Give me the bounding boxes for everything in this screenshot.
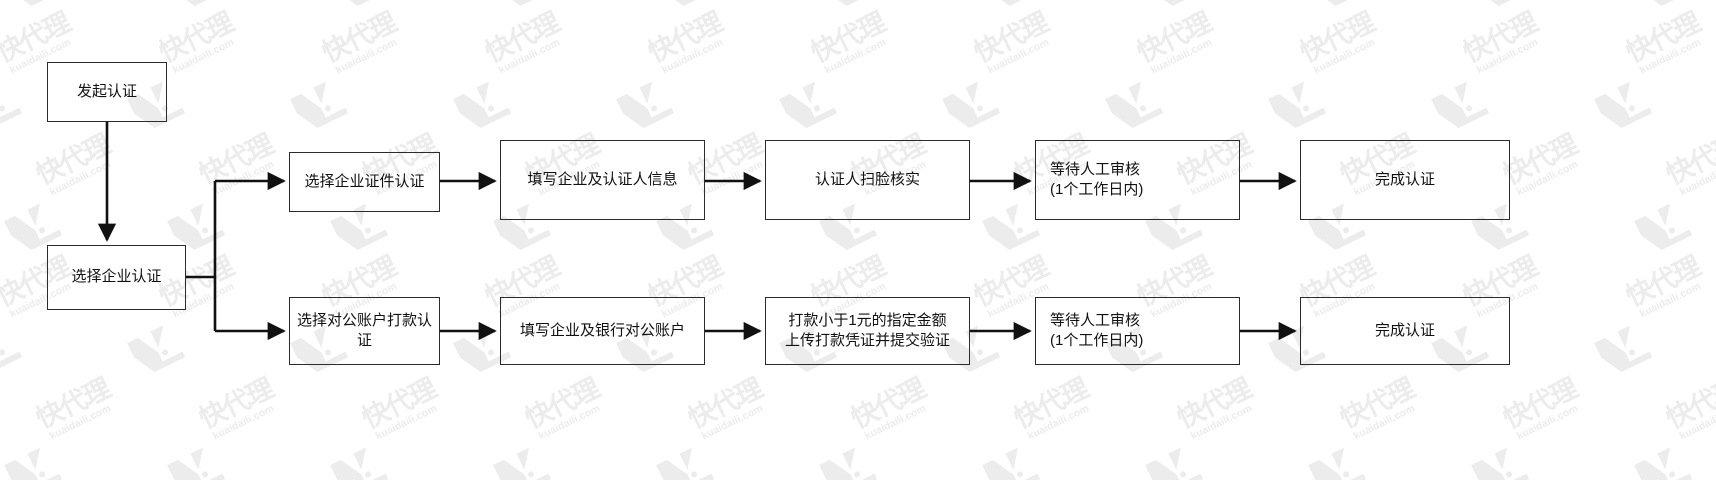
node-top-4-label: 等待人工审核 (1个工作日内) xyxy=(1050,160,1144,198)
node-bottom-3-label: 打款小于1元的指定金额 上传打款凭证并提交验证 xyxy=(784,311,950,349)
node-bottom-manual-review[interactable]: 等待人工审核 (1个工作日内) xyxy=(1035,297,1240,365)
node-top-manual-review[interactable]: 等待人工审核 (1个工作日内) xyxy=(1035,140,1240,220)
node-bottom-4-label: 等待人工审核 (1个工作日内) xyxy=(1050,311,1144,349)
node-top-fill-enterprise-info[interactable]: 填写企业及认证人信息 xyxy=(500,140,705,220)
node-top-3-label: 认证人扫脸核实 xyxy=(814,170,920,188)
node-top-face-scan[interactable]: 认证人扫脸核实 xyxy=(765,140,970,220)
node-top-5-label: 完成认证 xyxy=(1374,170,1435,188)
node-top-2-label: 填写企业及认证人信息 xyxy=(527,170,678,188)
node-bottom-select-bank-transfer-auth[interactable]: 选择对公账户打款认证 xyxy=(289,297,440,365)
node-bottom-2-label: 填写企业及银行对公账户 xyxy=(519,321,685,339)
node-start[interactable]: 发起认证 xyxy=(47,62,167,122)
node-choose-enterprise-label: 选择企业认证 xyxy=(71,268,162,286)
node-bottom-1-label: 选择对公账户打款认证 xyxy=(296,311,432,349)
node-start-label: 发起认证 xyxy=(76,82,137,100)
node-top-complete[interactable]: 完成认证 xyxy=(1300,140,1510,220)
node-choose-enterprise[interactable]: 选择企业认证 xyxy=(47,245,186,310)
node-bottom-complete[interactable]: 完成认证 xyxy=(1300,297,1510,365)
node-bottom-5-label: 完成认证 xyxy=(1374,321,1435,339)
node-top-select-license-auth[interactable]: 选择企业证件认证 xyxy=(289,152,440,212)
node-top-1-label: 选择企业证件认证 xyxy=(304,172,425,190)
node-bottom-transfer-and-upload[interactable]: 打款小于1元的指定金额 上传打款凭证并提交验证 xyxy=(765,297,970,365)
node-bottom-fill-bank-account[interactable]: 填写企业及银行对公账户 xyxy=(500,297,705,365)
